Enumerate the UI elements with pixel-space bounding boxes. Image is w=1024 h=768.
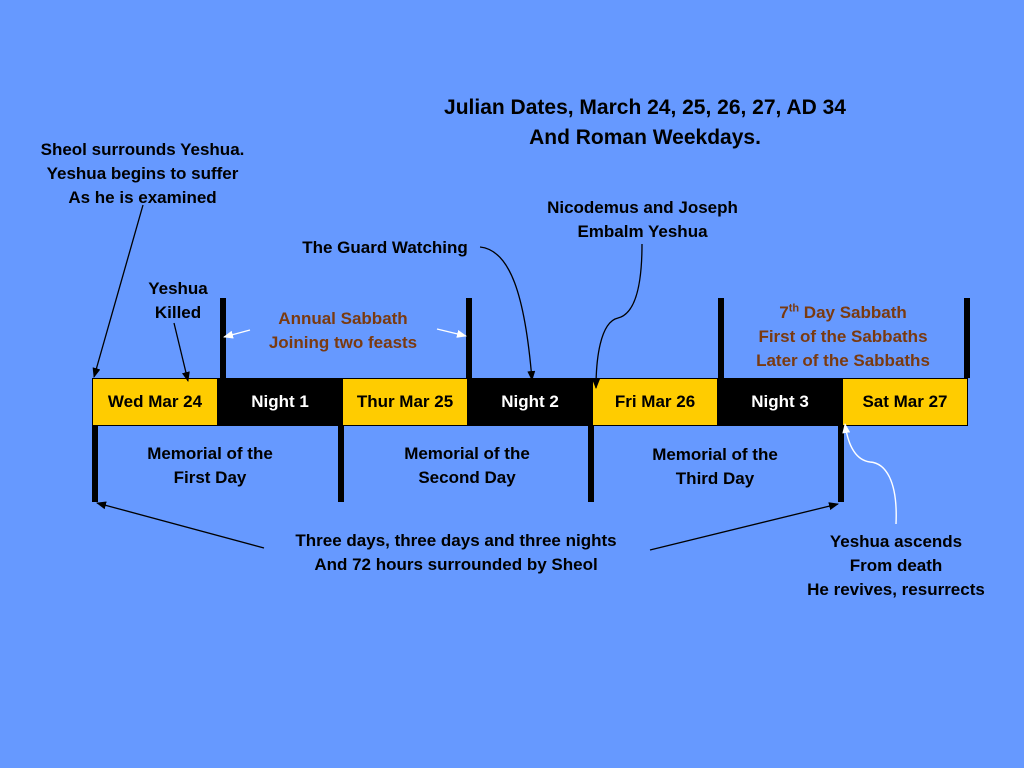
bar-below-3 bbox=[588, 426, 594, 502]
sheol-line-3: As he is examined bbox=[68, 188, 217, 207]
timeline-cell-wed: Wed Mar 24 bbox=[92, 378, 218, 426]
diagram-title: Julian Dates, March 24, 25, 26, 27, AD 3… bbox=[400, 93, 890, 153]
memorial-3-line-1: Memorial of the bbox=[652, 445, 778, 464]
annual-arrow-right bbox=[436, 328, 467, 338]
three-days-note: Three days, three days and three nights … bbox=[262, 529, 650, 577]
timeline-cell-sat: Sat Mar 27 bbox=[842, 378, 968, 426]
bar-below-4 bbox=[838, 426, 844, 502]
timeline-cell-night-3: Night 3 bbox=[718, 378, 842, 426]
seventh-line-1: 7th Day Sabbath bbox=[779, 302, 907, 322]
killed-arrow bbox=[173, 322, 190, 382]
three-days-line-2: And 72 hours surrounded by Sheol bbox=[314, 555, 598, 574]
timeline-cell-night-1: Night 1 bbox=[218, 378, 342, 426]
ascends-line-1: Yeshua ascends bbox=[829, 532, 963, 551]
guard-watching-note: The Guard Watching bbox=[302, 238, 468, 257]
title-line-1: Julian Dates, March 24, 25, 26, 27, AD 3… bbox=[444, 96, 846, 119]
ascends-line-2: From death bbox=[849, 556, 943, 575]
annual-arrow-left bbox=[223, 329, 251, 339]
annual-sabbath-note: Annual Sabbath Joining two feasts bbox=[248, 307, 438, 355]
sheol-line-2: Yeshua begins to suffer bbox=[46, 164, 239, 183]
seventh-line-2: First of the Sabbaths bbox=[758, 327, 928, 346]
three-days-line-1: Three days, three days and three nights bbox=[295, 531, 617, 550]
memorial-3-line-2: Third Day bbox=[675, 469, 755, 488]
timeline-cell-thur: Thur Mar 25 bbox=[342, 378, 468, 426]
sheol-arrow bbox=[92, 204, 144, 378]
embalm-arrow bbox=[592, 243, 643, 389]
memorial-2-line-1: Memorial of the bbox=[404, 444, 530, 463]
sheol-surrounds-note: Sheol surrounds Yeshua. Yeshua begins to… bbox=[10, 138, 275, 210]
three-days-arrow-right bbox=[649, 502, 839, 551]
timeline-cell-fri: Fri Mar 26 bbox=[592, 378, 718, 426]
memorial-2-line-2: Second Day bbox=[418, 468, 516, 487]
memorial-first-day: Memorial of the First Day bbox=[120, 442, 300, 490]
ascends-arrow bbox=[842, 423, 897, 525]
embalm-note: Nicodemus and Joseph Embalm Yeshua bbox=[520, 196, 765, 244]
three-days-arrow-left bbox=[96, 501, 265, 549]
bar-above-3 bbox=[718, 298, 724, 378]
memorial-second-day: Memorial of the Second Day bbox=[377, 442, 557, 490]
embalm-line-1: Nicodemus and Joseph bbox=[547, 198, 738, 217]
yeshua-killed-note: Yeshua Killed bbox=[128, 277, 228, 325]
killed-line-1: Yeshua bbox=[148, 279, 208, 298]
killed-line-2: Killed bbox=[154, 303, 202, 322]
title-line-2: And Roman Weekdays. bbox=[529, 126, 761, 149]
annual-line-1: Annual Sabbath bbox=[278, 309, 408, 328]
bar-above-4 bbox=[964, 298, 970, 378]
bar-below-2 bbox=[338, 426, 344, 502]
ascends-note: Yeshua ascends From death He revives, re… bbox=[780, 530, 1012, 602]
guard-arrow bbox=[479, 246, 536, 381]
memorial-1-line-2: First Day bbox=[173, 468, 247, 487]
memorial-third-day: Memorial of the Third Day bbox=[625, 443, 805, 491]
bar-above-2 bbox=[466, 298, 472, 378]
memorial-1-line-1: Memorial of the bbox=[147, 444, 273, 463]
embalm-line-2: Embalm Yeshua bbox=[577, 222, 708, 241]
sheol-line-1: Sheol surrounds Yeshua. bbox=[40, 140, 245, 159]
ascends-line-3: He revives, resurrects bbox=[807, 580, 985, 599]
seventh-day-sabbath-note: 7th Day Sabbath First of the Sabbaths La… bbox=[730, 301, 956, 373]
bar-below-1 bbox=[92, 426, 98, 502]
annual-line-2: Joining two feasts bbox=[268, 333, 418, 352]
bar-above-1 bbox=[220, 298, 226, 378]
timeline-cell-night-2: Night 2 bbox=[468, 378, 592, 426]
seventh-line-3: Later of the Sabbaths bbox=[756, 351, 930, 370]
